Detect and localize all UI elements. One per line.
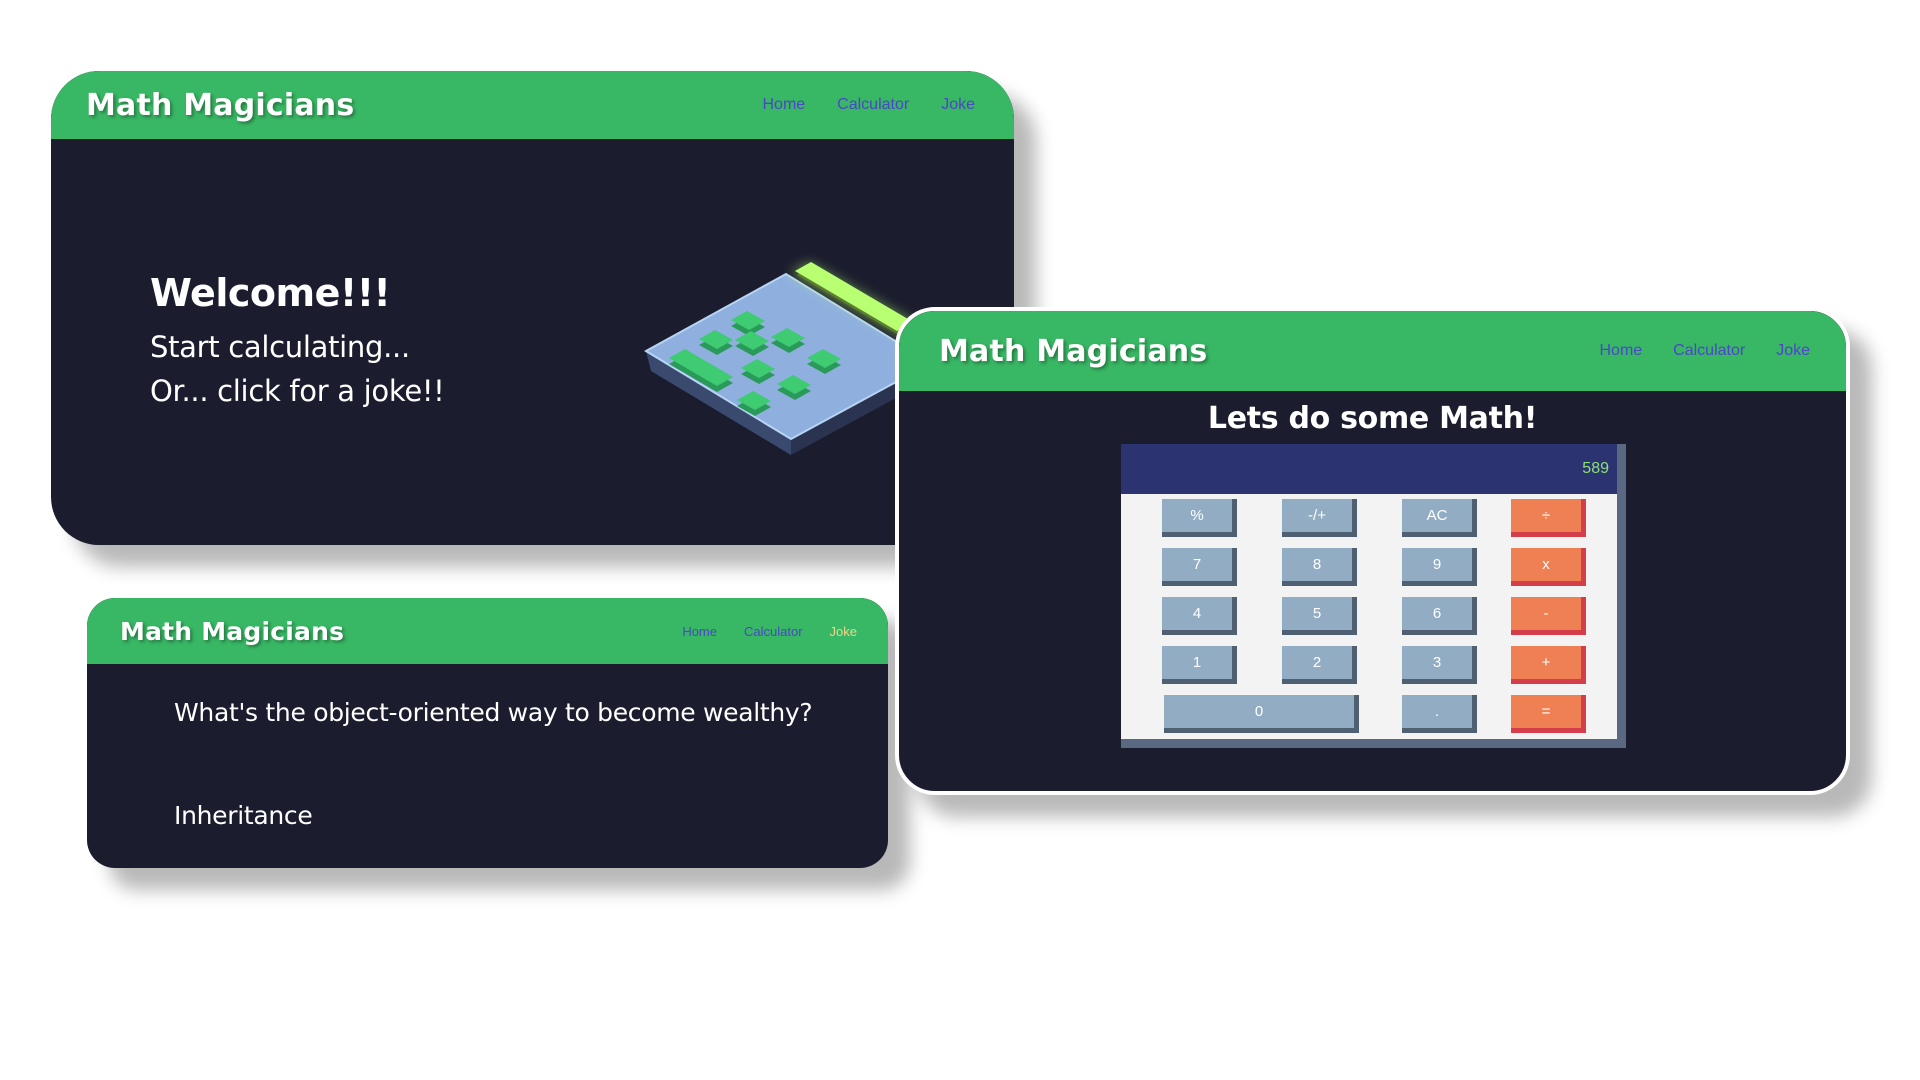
multiply-key[interactable]: x <box>1511 548 1586 586</box>
digit-6-key[interactable]: 6 <box>1402 597 1477 635</box>
nav-calculator-link[interactable]: Calculator <box>744 623 803 639</box>
percent-key[interactable]: % <box>1162 499 1237 537</box>
nav-home-link[interactable]: Home <box>682 623 717 639</box>
calculator-page-screenshot: Math Magicians Home Calculator Joke Lets… <box>895 307 1850 795</box>
brand-logo[interactable]: Math Magicians <box>120 616 345 646</box>
nav-calculator-link[interactable]: Calculator <box>837 96 910 113</box>
digit-0-key[interactable]: 0 <box>1164 695 1359 733</box>
nav-links: Home Calculator Joke <box>730 96 975 114</box>
welcome-line-1: Start calculating... <box>150 330 410 364</box>
navbar: Math Magicians Home Calculator Joke <box>899 311 1846 391</box>
nav-links: Home Calculator Joke <box>1568 342 1810 360</box>
isometric-calculator-icon <box>644 262 933 455</box>
digit-2-key[interactable]: 2 <box>1282 646 1357 684</box>
nav-home-link[interactable]: Home <box>762 96 806 113</box>
joke-answer: Inheritance <box>174 801 313 830</box>
calculator-heading: Lets do some Math! <box>1207 401 1538 436</box>
digit-1-key[interactable]: 1 <box>1162 646 1237 684</box>
navbar: Math Magicians Home Calculator Joke <box>87 598 888 664</box>
navbar: Math Magicians Home Calculator Joke <box>51 71 1014 139</box>
nav-home-link[interactable]: Home <box>1599 342 1643 359</box>
digit-4-key[interactable]: 4 <box>1162 597 1237 635</box>
nav-calculator-link[interactable]: Calculator <box>1673 342 1746 359</box>
welcome-block: Welcome!!! Start calculating... Or... cl… <box>150 271 445 413</box>
equals-key[interactable]: = <box>1511 695 1586 733</box>
clear-key[interactable]: AC <box>1402 499 1477 537</box>
welcome-title: Welcome!!! <box>150 271 391 315</box>
digit-5-key[interactable]: 5 <box>1282 597 1357 635</box>
digit-9-key[interactable]: 9 <box>1402 548 1477 586</box>
nav-joke-link[interactable]: Joke <box>829 623 857 639</box>
digit-3-key[interactable]: 3 <box>1402 646 1477 684</box>
home-page-screenshot: Math Magicians Home Calculator Joke Welc… <box>51 71 1014 545</box>
nav-joke-link[interactable]: Joke <box>941 96 975 113</box>
add-key[interactable]: + <box>1511 646 1586 684</box>
divide-key[interactable]: ÷ <box>1511 499 1586 537</box>
digit-8-key[interactable]: 8 <box>1282 548 1357 586</box>
joke-page-screenshot: Math Magicians Home Calculator Joke What… <box>87 598 888 868</box>
nav-joke-link[interactable]: Joke <box>1776 342 1810 359</box>
calculator-display: 589 <box>1121 444 1617 494</box>
brand-logo[interactable]: Math Magicians <box>86 87 355 123</box>
digit-7-key[interactable]: 7 <box>1162 548 1237 586</box>
joke-question: What's the object-oriented way to become… <box>174 698 813 727</box>
decimal-key[interactable]: . <box>1402 695 1477 733</box>
subtract-key[interactable]: - <box>1511 597 1586 635</box>
sign-toggle-key[interactable]: -/+ <box>1282 499 1357 537</box>
nav-links: Home Calculator Joke <box>655 624 857 639</box>
welcome-line-2: Or... click for a joke!! <box>150 374 445 408</box>
brand-logo[interactable]: Math Magicians <box>939 333 1208 369</box>
